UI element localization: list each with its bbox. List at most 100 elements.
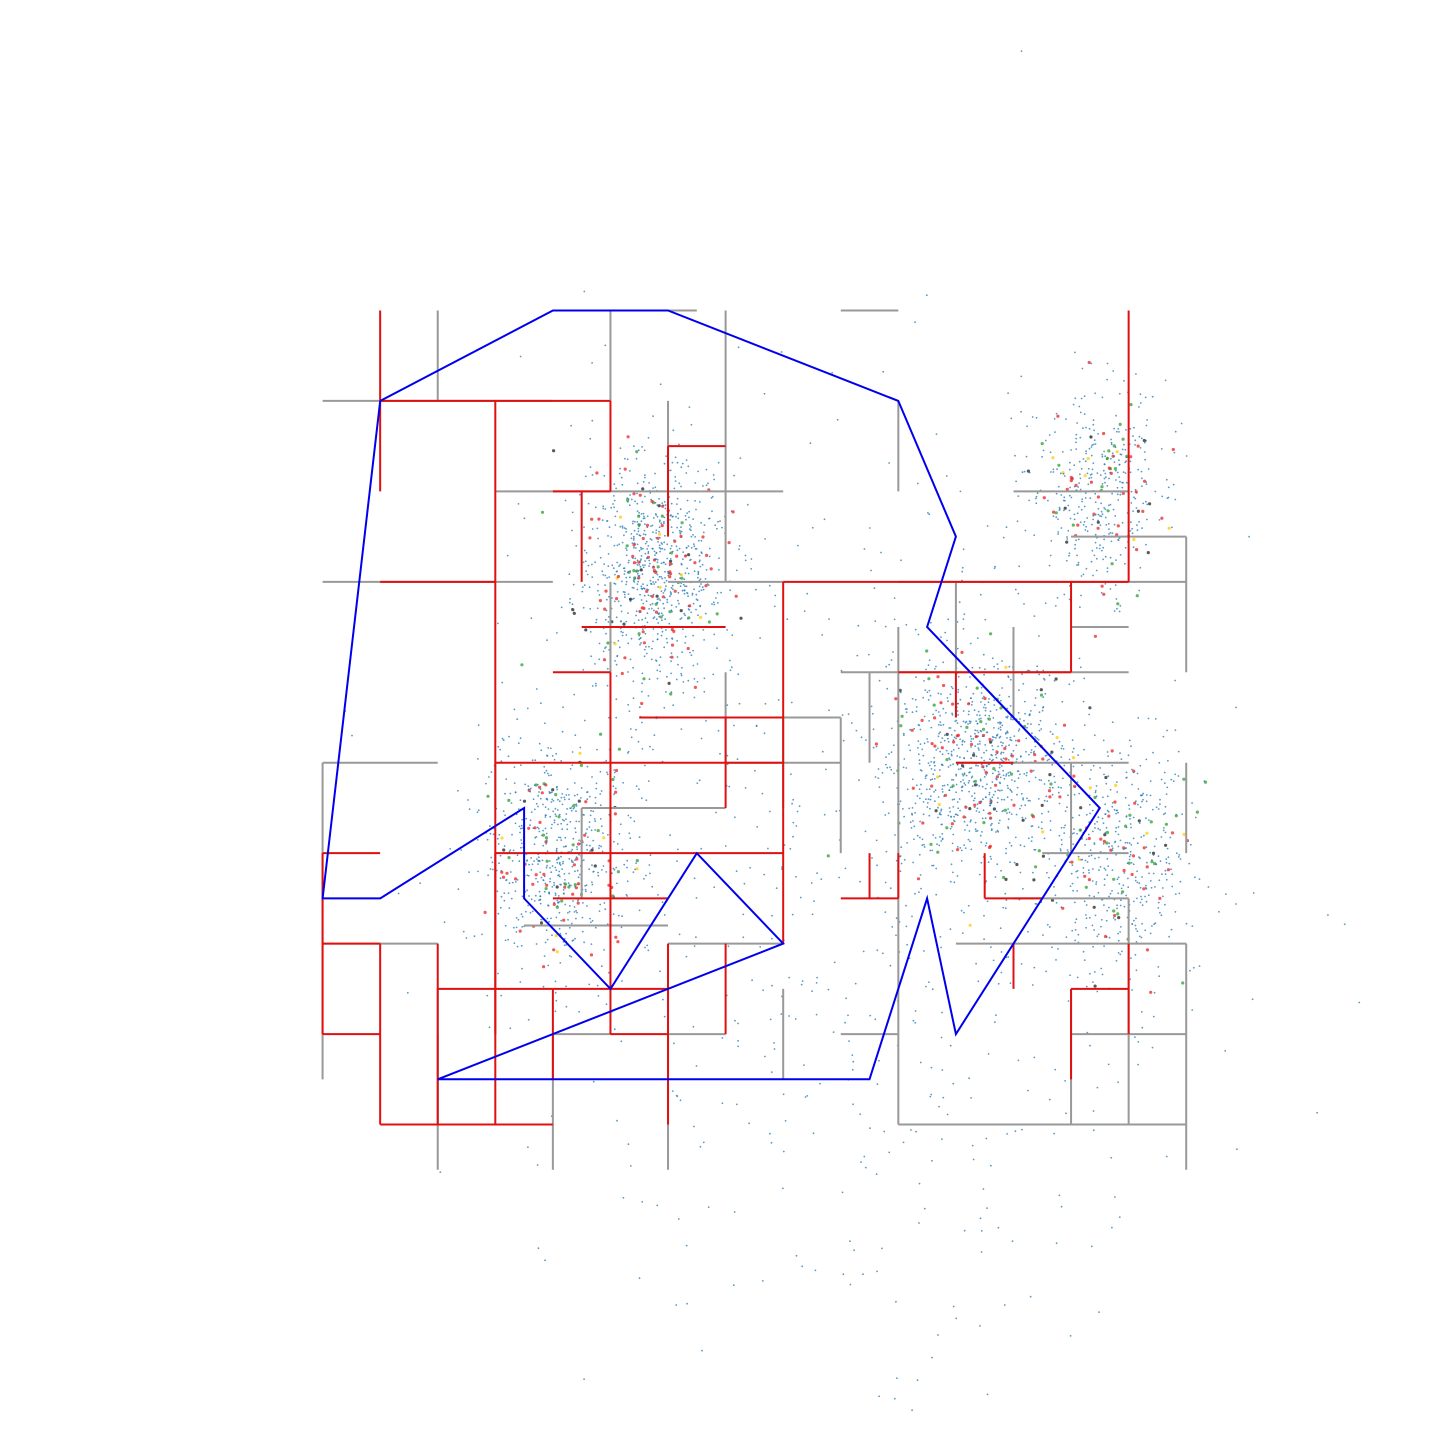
data-point xyxy=(992,758,994,761)
data-point xyxy=(1146,551,1150,555)
data-point xyxy=(963,820,966,823)
data-point xyxy=(1079,473,1081,476)
data-point xyxy=(924,775,927,778)
data-point xyxy=(1134,439,1137,442)
data-point xyxy=(614,660,616,662)
data-point xyxy=(789,847,792,850)
data-point xyxy=(1054,781,1056,784)
data-point xyxy=(1076,554,1078,557)
data-point xyxy=(638,1277,641,1280)
data-point xyxy=(613,769,616,771)
data-point xyxy=(1093,971,1096,973)
data-point xyxy=(780,1013,783,1015)
data-point xyxy=(1161,887,1164,889)
data-point xyxy=(1053,886,1055,888)
data-point xyxy=(1076,422,1078,424)
data-point xyxy=(555,752,558,755)
data-point xyxy=(949,827,952,830)
data-point xyxy=(705,719,707,722)
data-point xyxy=(729,589,731,592)
data-point xyxy=(874,776,877,778)
data-point xyxy=(595,684,597,687)
data-point xyxy=(1087,360,1091,365)
data-point xyxy=(792,835,794,838)
data-point xyxy=(688,528,691,530)
data-point xyxy=(1135,507,1138,509)
data-point xyxy=(956,801,959,803)
data-point xyxy=(599,903,602,906)
data-point xyxy=(956,846,959,848)
data-point xyxy=(557,815,561,819)
data-point xyxy=(1078,482,1080,484)
data-point xyxy=(1153,991,1156,994)
data-point xyxy=(961,740,964,743)
data-point xyxy=(882,801,885,803)
data-point xyxy=(713,633,716,636)
data-point xyxy=(533,784,536,787)
data-point xyxy=(872,728,875,731)
data-point xyxy=(943,784,946,787)
data-point xyxy=(1117,952,1120,954)
data-point xyxy=(682,583,685,586)
data-point xyxy=(1140,1011,1143,1013)
data-point xyxy=(1136,772,1139,775)
data-point xyxy=(1076,781,1079,783)
data-point xyxy=(1145,483,1148,485)
data-point xyxy=(1054,605,1057,607)
data-point xyxy=(521,967,523,970)
data-point xyxy=(1155,838,1158,840)
data-point xyxy=(1049,730,1052,733)
data-point xyxy=(654,486,657,489)
data-point xyxy=(1023,773,1026,775)
data-point xyxy=(541,833,546,837)
data-point xyxy=(645,600,648,603)
data-point xyxy=(1145,865,1149,869)
data-point xyxy=(982,1188,985,1190)
data-point xyxy=(590,943,593,945)
data-point xyxy=(397,892,400,895)
data-point xyxy=(977,710,980,713)
data-point xyxy=(1082,427,1084,430)
data-point xyxy=(922,813,925,816)
data-point xyxy=(606,577,608,579)
data-point xyxy=(960,849,963,852)
data-point xyxy=(1033,534,1036,537)
data-point xyxy=(596,607,599,610)
data-point xyxy=(902,732,905,735)
data-point xyxy=(591,883,594,886)
data-point xyxy=(1116,781,1118,783)
data-point xyxy=(628,504,631,507)
data-point xyxy=(675,606,678,608)
data-point xyxy=(1198,965,1201,967)
data-point xyxy=(918,759,921,762)
data-point xyxy=(853,1249,855,1251)
data-point xyxy=(1037,798,1040,800)
data-point xyxy=(904,708,907,710)
data-point xyxy=(1086,530,1089,533)
data-point xyxy=(1118,1216,1121,1218)
data-point xyxy=(1126,841,1129,844)
data-point xyxy=(1006,731,1009,734)
data-point xyxy=(659,656,662,658)
data-point xyxy=(621,580,623,583)
data-point xyxy=(557,901,560,904)
data-point xyxy=(1084,844,1086,846)
data-point xyxy=(496,890,499,893)
data-point xyxy=(1105,919,1108,922)
data-point xyxy=(980,800,983,803)
data-point xyxy=(997,1226,1000,1229)
data-point xyxy=(1084,529,1087,531)
data-point xyxy=(1055,1242,1058,1245)
data-point xyxy=(990,1164,992,1167)
data-point xyxy=(578,839,580,842)
data-point xyxy=(1028,714,1031,717)
data-point xyxy=(736,758,739,761)
data-point xyxy=(973,792,976,795)
data-point xyxy=(602,865,605,867)
data-point xyxy=(1107,449,1111,453)
data-point xyxy=(885,665,888,668)
data-point xyxy=(587,502,590,505)
data-point xyxy=(520,839,523,841)
data-point xyxy=(1128,804,1130,807)
data-point xyxy=(563,819,566,822)
